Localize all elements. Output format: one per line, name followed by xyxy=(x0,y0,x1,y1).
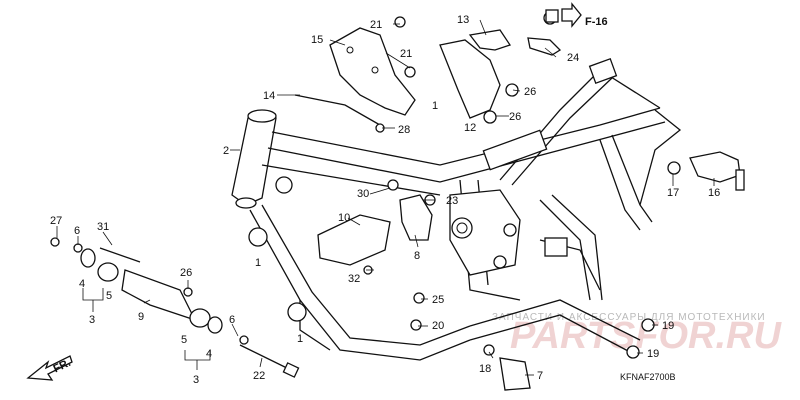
callout-8: 8 xyxy=(414,250,420,262)
callout-14: 14 xyxy=(263,90,275,102)
callout-21: 21 xyxy=(400,48,412,60)
part-10-bracket xyxy=(317,214,391,266)
part-7-plate xyxy=(499,357,531,391)
callout-26: 26 xyxy=(509,111,521,123)
diagram-code: KFNAF2700B xyxy=(620,372,676,382)
callout-6: 6 xyxy=(74,225,80,237)
callout-1: 1 xyxy=(255,257,261,269)
callout-25: 25 xyxy=(432,294,444,306)
reference-f16: F-16 xyxy=(545,2,608,28)
frame-body xyxy=(231,57,682,361)
callout-1: 1 xyxy=(432,100,438,112)
callout-23: 23 xyxy=(446,195,458,207)
reference-label: F-16 xyxy=(585,16,608,28)
callout-6: 6 xyxy=(229,314,235,326)
callout-1: 1 xyxy=(297,333,303,345)
callout-22: 22 xyxy=(253,370,265,382)
callouts: 1 1 1 2 3 3 4 4 5 5 6 6 7 8 9 10 12 13 1… xyxy=(50,14,720,386)
callout-2: 2 xyxy=(223,145,229,157)
callout-20: 20 xyxy=(432,320,444,332)
callout-26: 26 xyxy=(524,86,536,98)
leader-lines xyxy=(56,19,715,376)
callout-7: 7 xyxy=(537,370,543,382)
part-14-rod xyxy=(294,94,381,126)
part-8-bracket xyxy=(399,194,433,241)
part-13-bracket xyxy=(468,29,512,51)
callout-30: 30 xyxy=(357,188,369,200)
callout-5: 5 xyxy=(181,334,187,346)
part-24-bracket xyxy=(527,37,562,56)
callout-4: 4 xyxy=(206,348,212,360)
callout-19: 19 xyxy=(647,348,659,360)
callout-16: 16 xyxy=(708,187,720,199)
callout-15: 15 xyxy=(311,34,323,46)
front-direction-arrow: FR. xyxy=(26,355,73,381)
callout-3: 3 xyxy=(89,314,95,326)
callout-28: 28 xyxy=(398,124,410,136)
callout-26: 26 xyxy=(180,267,192,279)
callout-32: 32 xyxy=(348,273,360,285)
callout-12: 12 xyxy=(464,122,476,134)
callout-10: 10 xyxy=(338,212,350,224)
callout-4: 4 xyxy=(79,278,85,290)
callout-27: 27 xyxy=(50,215,62,227)
callout-31: 31 xyxy=(97,221,109,233)
part-16-switch xyxy=(667,151,745,191)
callout-3: 3 xyxy=(193,374,199,386)
part-12-bracket xyxy=(439,39,501,119)
watermark-text: ЗАПЧАСТИ И АКСЕССУАРЫ ДЛЯ МОТОТЕХНИКИ xyxy=(492,312,766,323)
part-9-housing xyxy=(50,237,300,378)
callout-24: 24 xyxy=(567,52,579,64)
callout-19: 19 xyxy=(662,320,674,332)
callout-13: 13 xyxy=(457,14,469,26)
callout-5: 5 xyxy=(106,290,112,302)
callout-18: 18 xyxy=(479,363,491,375)
callout-21: 21 xyxy=(370,19,382,31)
callout-17: 17 xyxy=(667,187,679,199)
callout-9: 9 xyxy=(138,311,144,323)
